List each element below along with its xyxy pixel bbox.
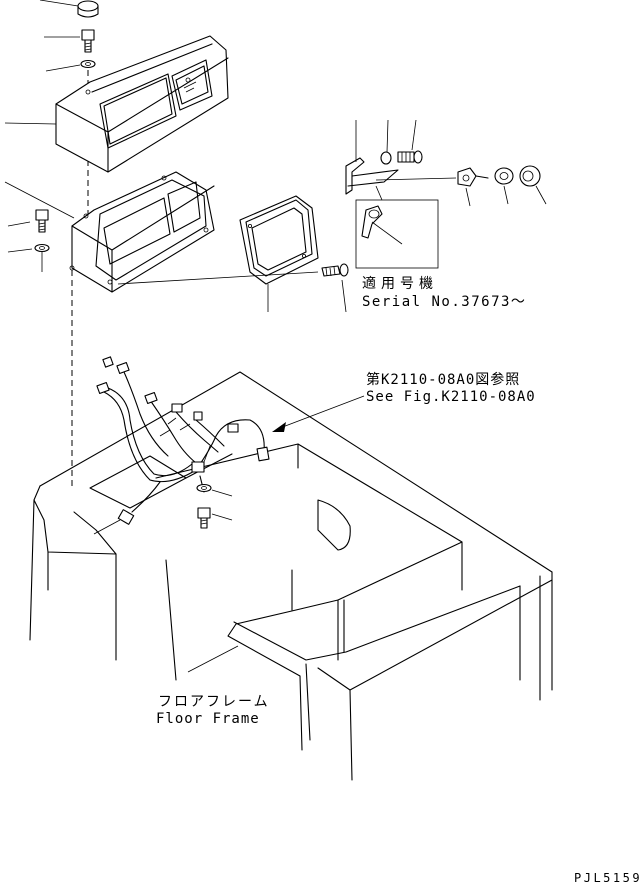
switch-bracket-part (345, 120, 399, 195)
meter-cover-part (55, 35, 229, 173)
fig-ref-jp: 第K2110-08A0図参照 (366, 371, 520, 388)
rotary-switch-part (375, 167, 489, 207)
floor-frame-part (29, 371, 553, 781)
panel-gasket-part (239, 195, 319, 285)
floor-frame-label-en: Floor Frame (156, 711, 260, 727)
frame-washer-part (34, 243, 50, 253)
leader-lines-upper-left (4, 0, 81, 253)
leader-bracket (375, 185, 383, 201)
leader-connector (93, 519, 121, 535)
leader-floor-frame (187, 645, 239, 673)
drawing-code: PJL5159 (574, 871, 642, 884)
top-washer-part (80, 59, 96, 69)
cap-nut-part (77, 0, 99, 18)
top-bolt-part (81, 29, 95, 53)
switch-nut-part (494, 167, 514, 205)
serial-label-en: Serial No.37673～ (362, 294, 526, 310)
figure-reference-callout: 第K2110-08A0図参照 See Fig.K2110-08A0 (272, 371, 536, 432)
harness-washer-part (196, 483, 233, 497)
wire-harness-part (96, 356, 270, 525)
switch-washer-part (380, 119, 392, 165)
serial-callout: 適用号機 Serial No.37673～ (362, 275, 526, 310)
switch-knob-part (519, 165, 547, 205)
serial-label-jp: 適用号機 (362, 275, 438, 292)
frame-bolt-part (35, 209, 49, 233)
meter-frame-part (69, 171, 215, 293)
floor-frame-label-jp: フロアフレーム (158, 694, 270, 710)
switch-screw-part (397, 119, 423, 164)
harness-bolt-part (197, 507, 233, 529)
detail-inset-box (355, 199, 439, 269)
fig-ref-en: See Fig.K2110-08A0 (366, 389, 536, 405)
panel-screw-part (117, 263, 349, 313)
floor-frame-callout: フロアフレーム Floor Frame (156, 694, 270, 727)
